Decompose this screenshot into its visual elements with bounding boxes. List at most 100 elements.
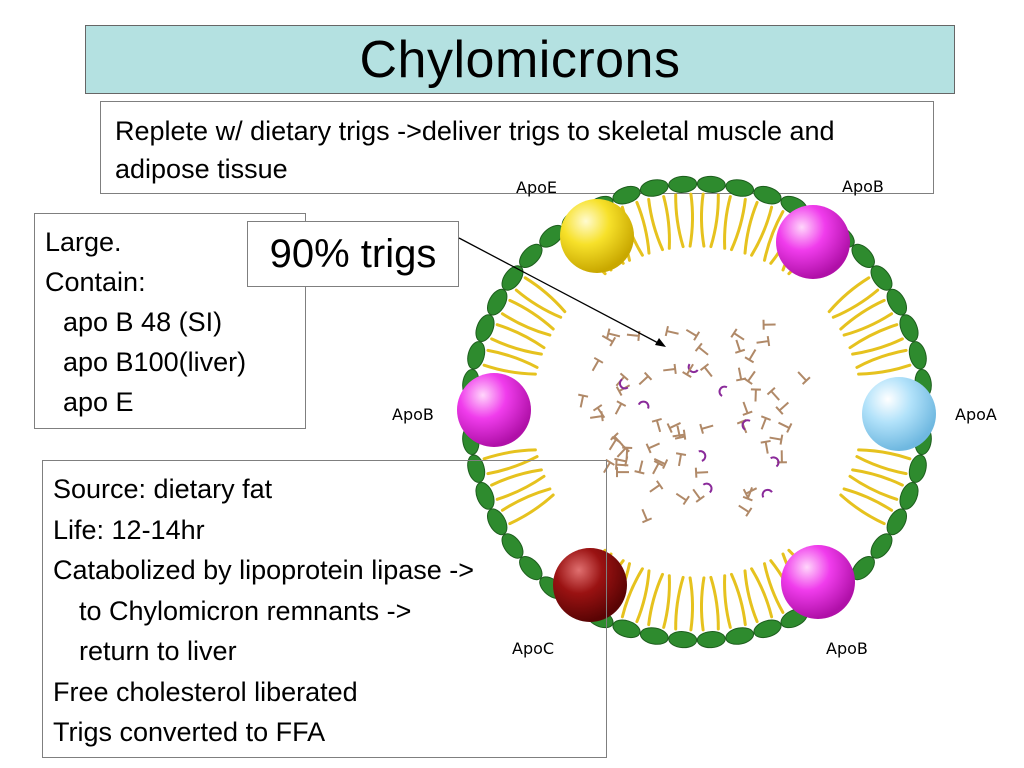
apo-label: ApoB xyxy=(826,639,868,658)
phospholipid-tail xyxy=(688,576,694,632)
phospholipid-tail xyxy=(662,574,671,629)
phospholipid-tail xyxy=(851,468,904,487)
apo-labels: ApoE ApoB ApoB ApoA ApoC ApoB xyxy=(392,177,997,658)
phospholipid-tail xyxy=(851,337,904,356)
phospholipid-tail xyxy=(700,576,706,632)
triglyceride-molecule xyxy=(651,417,662,433)
phospholipid-tail xyxy=(730,197,747,252)
phospholipid-tail xyxy=(647,572,664,627)
triglyceride-molecule xyxy=(760,415,771,430)
trig-callout-box: 90% trigs xyxy=(247,221,459,287)
triglyceride-molecule xyxy=(742,487,758,499)
phospholipid-tail xyxy=(674,193,685,249)
triglyceride-molecule xyxy=(699,423,714,434)
apoB-sphere xyxy=(776,205,850,279)
cholesterol-molecule xyxy=(741,419,751,431)
phospholipid-head xyxy=(899,482,919,510)
facts-line: Catabolized by lipoprotein lipase -> xyxy=(53,555,475,585)
phospholipid-tail xyxy=(763,210,785,262)
triglyceride-molecule xyxy=(797,371,811,385)
facts-line: Free cholesterol liberated xyxy=(53,676,358,707)
facts-box: Source: dietary fat Life: 12-14hr Catabo… xyxy=(42,460,607,758)
triglyceride-molecule xyxy=(738,504,753,517)
triglyceride-core xyxy=(578,319,811,524)
phospholipid-tail xyxy=(635,200,651,255)
composition-line: apo B100(liver) xyxy=(63,347,247,377)
apo-label: ApoA xyxy=(955,405,997,424)
triglyceride-molecule xyxy=(674,425,686,440)
phospholipid-tail xyxy=(842,487,894,512)
facts-line: to Chylomicron remnants -> xyxy=(79,595,412,626)
triglyceride-molecule xyxy=(742,401,753,416)
cholesterol-molecule xyxy=(718,385,728,397)
phospholipid-tail xyxy=(482,363,537,376)
triglyceride-molecule xyxy=(760,439,771,454)
cholesterol-molecule xyxy=(687,363,699,374)
facts-line: Source: dietary fat xyxy=(53,474,273,504)
triglyceride-molecule xyxy=(775,401,790,415)
composition-line: Contain: xyxy=(45,267,146,297)
triglyceride-molecule xyxy=(766,387,780,401)
phospholipid-head xyxy=(696,631,726,649)
phospholipid-tail xyxy=(743,200,759,255)
triglyceride-molecule xyxy=(694,342,709,356)
phospholipid-head xyxy=(725,179,755,197)
triglyceride-molecule xyxy=(614,400,627,415)
trig-callout-text: 90% trigs xyxy=(269,232,437,276)
facts-line: return to liver xyxy=(79,636,237,666)
triglyceride-molecule xyxy=(664,325,679,337)
triglyceride-molecule xyxy=(590,411,604,422)
phospholipid-tail xyxy=(857,448,912,461)
triglyceride-molecule xyxy=(626,330,641,342)
cholesterol-molecule xyxy=(618,378,629,390)
phospholipid-head xyxy=(753,185,782,205)
cholesterol-molecule xyxy=(761,488,773,498)
phospholipid-tail xyxy=(839,298,886,331)
triglyceride-molecule xyxy=(615,467,629,478)
triglyceride-molecule xyxy=(769,434,784,445)
phospholipid-head xyxy=(753,619,782,639)
triglyceride-molecule xyxy=(699,363,713,378)
triglyceride-molecule xyxy=(685,328,701,341)
triglyceride-molecule xyxy=(743,370,756,385)
triglyceride-molecule xyxy=(750,388,761,402)
triglyceride-molecule xyxy=(616,444,630,458)
triglyceride-molecule xyxy=(675,452,687,467)
phospholipid-head xyxy=(886,508,908,536)
composition-line: apo B 48 (SI) xyxy=(63,307,223,337)
triglyceride-molecule xyxy=(730,328,745,341)
phospholipid-tail xyxy=(523,276,567,314)
triglyceride-molecule xyxy=(666,422,681,433)
phospholipid-tail xyxy=(855,455,908,476)
phospholipid-head xyxy=(725,627,755,645)
triglyceride-molecule xyxy=(762,319,776,330)
phospholipid-head xyxy=(612,185,641,205)
phospholipid-head xyxy=(501,533,524,559)
triglyceride-molecule xyxy=(682,363,694,378)
phospholipid-tail xyxy=(848,323,899,350)
phospholipid-tail xyxy=(723,574,732,629)
facts-line: Trigs converted to FFA xyxy=(53,717,326,747)
triglyceride-molecule xyxy=(663,363,677,375)
triglyceride-molecule xyxy=(591,356,604,372)
triglyceride-molecule xyxy=(653,458,669,469)
phospholipid-tail xyxy=(620,567,644,619)
phospholipid-head xyxy=(639,627,669,645)
triglyceride-molecule xyxy=(778,421,793,433)
apo-label: ApoB xyxy=(392,405,434,424)
phospholipid-head xyxy=(886,288,908,316)
triglyceride-molecule xyxy=(641,508,653,524)
apoA-sphere xyxy=(862,377,936,451)
phospholipid-tail xyxy=(500,312,552,337)
apoB-sphere xyxy=(781,545,855,619)
phospholipid-tail xyxy=(700,192,706,248)
phospholipid-head xyxy=(519,556,543,581)
phospholipid-head xyxy=(870,265,893,291)
triglyceride-molecule xyxy=(610,432,624,446)
triglyceride-molecule xyxy=(634,460,645,475)
phospholipid-head xyxy=(467,454,486,483)
phospholipid-head xyxy=(908,454,927,483)
triglyceride-molecule xyxy=(645,442,660,454)
phospholipid-tail xyxy=(709,575,720,631)
triglyceride-molecule xyxy=(603,458,615,474)
